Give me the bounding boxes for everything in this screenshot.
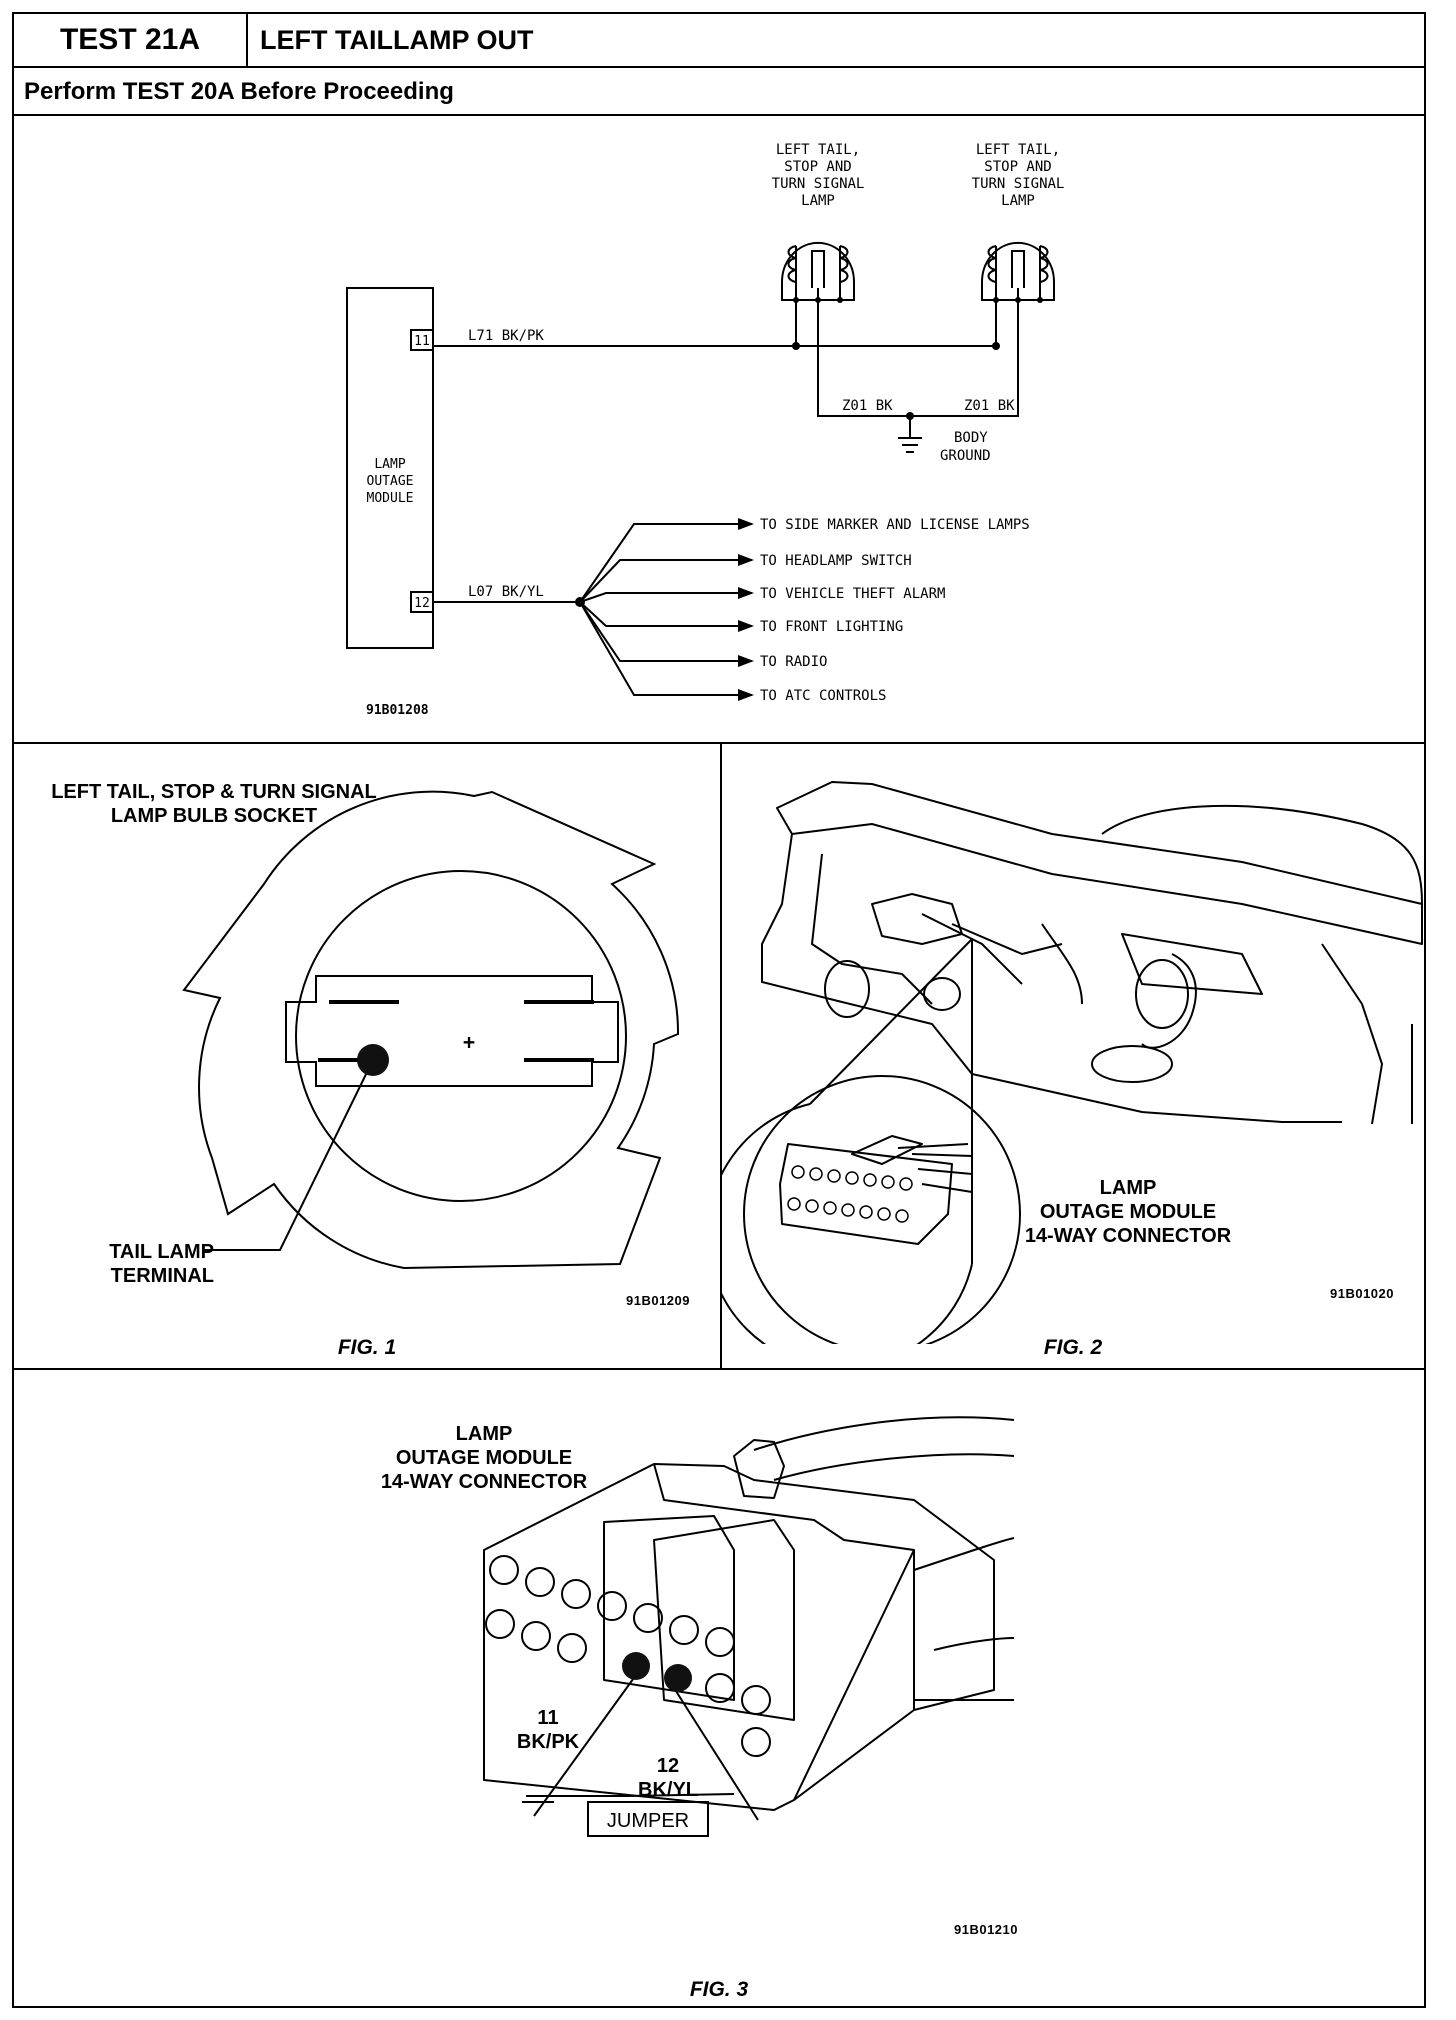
pin-11-number: 11 [537, 1707, 559, 1729]
ground-wire-left-label: Z01 BK [842, 398, 893, 414]
jumper-wire-right [673, 1687, 759, 1821]
dest-headlamp-switch: TO HEADLAMP SWITCH [760, 553, 912, 569]
dest-atc-controls: TO ATC CONTROLS [760, 688, 886, 704]
test-page: TEST 21A LEFT TAILLAMP OUT Perform TEST … [12, 12, 1426, 2008]
jumper-label: JUMPER [606, 1809, 690, 1832]
section-rule-2 [14, 1368, 1424, 1370]
fig1-title-line1: LEFT TAIL, STOP & TURN SIGNAL [51, 781, 377, 803]
left-lamp-label-4: LAMP [801, 193, 835, 209]
right-lamp-label-1: LEFT TAIL, [976, 142, 1060, 158]
cowl-panel [776, 781, 1423, 945]
fig2-label: LAMP OUTAGE MODULE 14-WAY CONNECTOR [1008, 1176, 1248, 1248]
fig2-figure-id: 91B01020 [1330, 1286, 1394, 1301]
tail-lamp-terminal-line2: TERMINAL [110, 1265, 214, 1287]
fig3-connector-housing [483, 1463, 995, 1811]
tail-lamp-terminal-label: TAIL LAMP TERMINAL [54, 1240, 214, 1288]
module-housing [871, 893, 963, 945]
tail-lamp-terminal-line1: TAIL LAMP [109, 1241, 214, 1263]
test-id: TEST 21A [59, 23, 201, 56]
lamp-outage-module-box [346, 287, 434, 649]
schematic-figure-id: 91B01208 [366, 703, 429, 718]
subtitle-rule [14, 114, 1424, 116]
vehicle-connector-drawing [722, 781, 1423, 1344]
right-lamp-label-4: LAMP [1001, 193, 1035, 209]
left-lamp-symbol [781, 241, 855, 396]
bulb-socket-drawing: + [182, 790, 680, 1270]
fig2-label-line2: OUTAGE MODULE [1039, 1201, 1217, 1223]
fig3-label-line3: 14-WAY CONNECTOR [380, 1471, 588, 1493]
fig3-label: LAMP OUTAGE MODULE 14-WAY CONNECTOR [364, 1422, 604, 1494]
fig1-title-line2: LAMP BULB SOCKET [110, 805, 318, 827]
dest-radio: TO RADIO [760, 654, 827, 670]
body-ground-label-1: BODY [954, 430, 988, 446]
wire-z01 [817, 396, 1019, 417]
ground-wire-right-label: Z01 BK [964, 398, 1015, 414]
pin-12-color: BK/YL [638, 1779, 698, 1801]
pin-12-probe [664, 1664, 692, 1692]
test-title: LEFT TAILLAMP OUT [260, 24, 534, 55]
pin-11-color: BK/PK [516, 1731, 580, 1753]
module-label-2: OUTAGE [367, 474, 414, 489]
test-subtitle: Perform TEST 20A Before Proceeding [24, 78, 454, 105]
pin-11-label: 11 [414, 334, 430, 349]
fig3-label-line2: OUTAGE MODULE [395, 1447, 573, 1469]
callout-leader-1 [809, 938, 973, 1105]
pin-12-callout: 12 BK/YL [628, 1754, 708, 1802]
fig-divider [720, 742, 722, 1368]
tail-lamp-leader [202, 1063, 372, 1251]
pin-12-label: 12 [414, 596, 430, 611]
fig3-caption: FIG. 3 [689, 1978, 749, 2001]
socket-center-mark: + [463, 1030, 475, 1054]
jumper-box [587, 1801, 709, 1837]
right-lamp-symbol [981, 241, 1055, 396]
fig3-figure-id: 91B01210 [954, 1922, 1018, 1937]
left-lamp-label-3: TURN SIGNAL [772, 176, 865, 192]
wiring-schematic: LEFT TAIL, STOP AND TURN SIGNAL LAMP LEF… [346, 142, 1065, 718]
fig1-figure-id: 91B01209 [626, 1293, 690, 1308]
fig2-label-line3: 14-WAY CONNECTOR [1024, 1225, 1232, 1247]
socket-inner-ring [295, 870, 627, 1202]
connector-callout-circle [722, 1103, 973, 1344]
pin-11-callout: 11 BK/PK [508, 1706, 588, 1754]
connector-magnifier [743, 1075, 1021, 1344]
header-divider [246, 14, 248, 66]
right-lamp-label-2: STOP AND [984, 159, 1051, 175]
dest-side-marker: TO SIDE MARKER AND LICENSE LAMPS [760, 517, 1030, 533]
fig2-label-line1: LAMP [1099, 1177, 1157, 1199]
pin-11-probe [622, 1652, 650, 1680]
dest-theft-alarm: TO VEHICLE THEFT ALARM [760, 586, 945, 602]
pin-12-number: 12 [656, 1755, 680, 1777]
section-rule-1 [14, 742, 1424, 744]
fig2-caption: FIG. 2 [1043, 1336, 1103, 1359]
socket-outline [182, 790, 680, 1270]
tail-lamp-terminal-dot [357, 1044, 389, 1076]
fig3-label-line1: LAMP [455, 1423, 513, 1445]
dest-front-lighting: TO FRONT LIGHTING [760, 619, 903, 635]
connector-latch [733, 1439, 785, 1499]
connector-body [779, 1143, 953, 1245]
wire-l07-label: L07 BK/YL [468, 584, 544, 600]
connector-jumper-drawing [483, 1416, 1015, 1837]
right-lamp-label-3: TURN SIGNAL [972, 176, 1065, 192]
pin-11-box [410, 329, 434, 351]
body-ground-label-2: GROUND [940, 448, 991, 464]
splice-fanout [579, 523, 752, 696]
jumper-wire-left [533, 1674, 637, 1817]
module-label-3: MODULE [367, 491, 414, 506]
bulb-slot [285, 975, 619, 1087]
module-label-1: LAMP [374, 457, 405, 472]
fig1-title: LEFT TAIL, STOP & TURN SIGNAL LAMP BULB … [24, 780, 404, 828]
wire-l71-label: L71 BK/PK [468, 328, 544, 344]
left-lamp-label-1: LEFT TAIL, [776, 142, 860, 158]
header-rule [14, 66, 1424, 68]
fig1-caption: FIG. 1 [337, 1336, 397, 1359]
left-lamp-label-2: STOP AND [784, 159, 851, 175]
